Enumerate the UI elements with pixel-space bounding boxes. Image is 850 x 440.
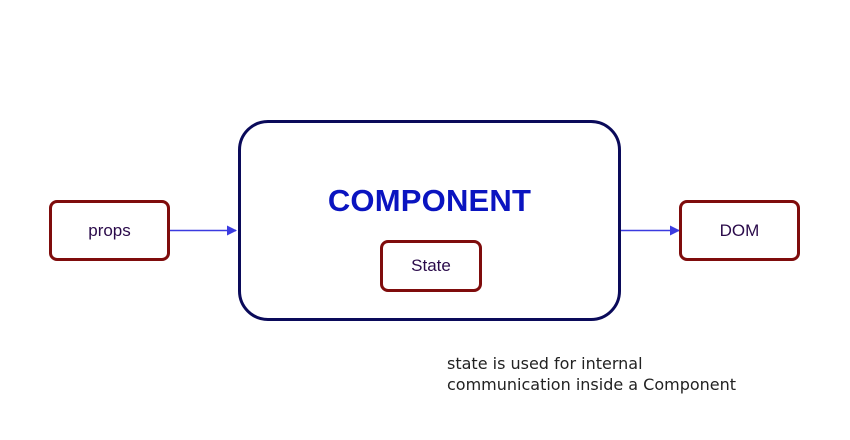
component-node: COMPONENT State bbox=[238, 120, 621, 321]
state-note-line-2: communication inside a Component bbox=[447, 375, 737, 394]
dom-label: DOM bbox=[719, 220, 760, 240]
state-note-line-1: state is used for internal bbox=[447, 354, 643, 373]
dom-node: DOM bbox=[679, 200, 800, 261]
state-node: State bbox=[380, 240, 482, 292]
props-node: props bbox=[49, 200, 170, 261]
component-title: COMPONENT bbox=[327, 183, 532, 218]
state-label: State bbox=[411, 256, 451, 275]
state-note: state is used for internal communication… bbox=[447, 353, 736, 395]
props-label: props bbox=[88, 220, 131, 240]
